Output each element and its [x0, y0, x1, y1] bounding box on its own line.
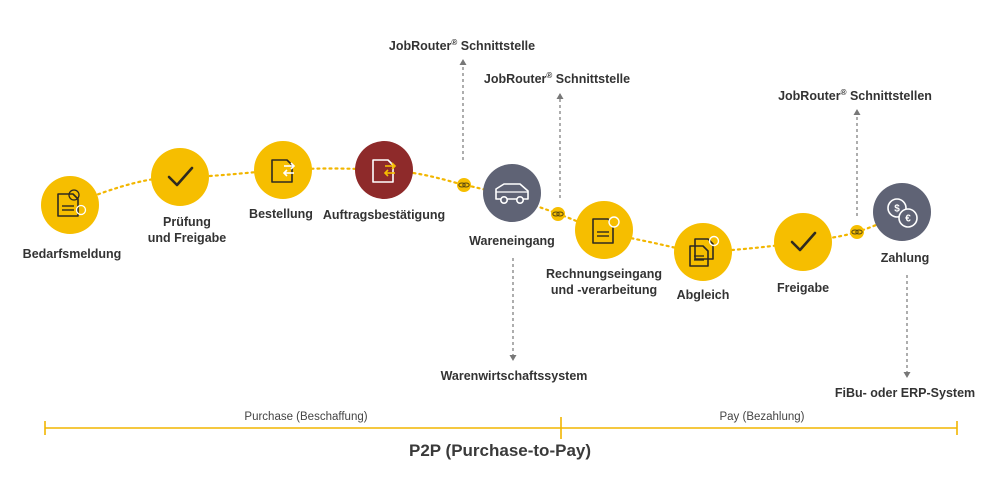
link-chain-icon	[457, 178, 471, 192]
dashed-arrow-2	[556, 93, 564, 198]
step-label-zahlung: Zahlung	[881, 251, 930, 265]
step-node-freigabe	[774, 213, 832, 271]
system-label-warenwirtschaft: Warenwirtschaftssystem	[441, 369, 588, 383]
step-label-abgleich: Abgleich	[677, 288, 730, 302]
step-node-pruefung	[151, 148, 209, 206]
step-node-abgleich	[674, 223, 732, 281]
interface-label-1: JobRouter® Schnittstelle	[389, 38, 535, 53]
dashed-arrow-1	[459, 59, 467, 160]
delivery-van-icon	[495, 183, 529, 205]
step-node-rechnung	[575, 201, 633, 259]
step-label-bedarfsmeldung: Bedarfsmeldung	[23, 247, 122, 261]
svg-text:$: $	[894, 204, 900, 215]
step-label-rechnung-1: Rechnungseingang	[546, 267, 662, 281]
phase-label-pay: Pay (Bezahlung)	[719, 411, 804, 423]
process-steps: $€	[41, 141, 931, 281]
phase-bar	[44, 417, 958, 439]
documents-compare-icon	[689, 235, 720, 267]
step-node-bestellung	[254, 141, 312, 199]
checkmark-icon	[167, 166, 194, 187]
document-question-euro-icon	[57, 189, 87, 217]
step-node-zahlung: $€	[873, 183, 931, 241]
checkmark-icon	[790, 231, 817, 252]
step-node-auftrag	[355, 141, 413, 199]
interface-label-3: JobRouter® Schnittstellen	[778, 88, 932, 103]
interface-label-2: JobRouter® Schnittstelle	[484, 71, 630, 86]
document-exchange-icon	[372, 159, 397, 183]
svg-text:€: €	[905, 214, 911, 225]
step-label-bestellung: Bestellung	[249, 207, 313, 221]
diagram-title: P2P (Purchase-to-Pay)	[409, 441, 591, 460]
interface-link-markers	[457, 178, 864, 239]
dashed-arrow-5	[903, 275, 911, 378]
phase-label-purchase: Purchase (Beschaffung)	[244, 411, 367, 423]
step-label-wareneingang: Wareneingang	[469, 234, 555, 248]
dashed-arrow-4	[509, 258, 517, 361]
document-exchange-icon	[271, 159, 296, 183]
step-node-wareneingang	[483, 164, 541, 222]
step-node-bedarfsmeldung	[41, 176, 99, 234]
system-label-fibu-erp: FiBu- oder ERP-System	[835, 386, 975, 400]
step-label-pruefung-1: Prüfung	[163, 215, 211, 229]
step-label-pruefung-2: und Freigabe	[148, 231, 227, 245]
link-chain-icon	[551, 207, 565, 221]
step-label-rechnung-2: und -verarbeitung	[551, 283, 657, 297]
step-label-auftrag: Auftragsbestätigung	[323, 208, 445, 222]
step-label-freigabe: Freigabe	[777, 281, 829, 295]
dashed-arrow-3	[853, 109, 861, 216]
invoice-document-icon	[592, 216, 620, 244]
link-chain-icon	[850, 225, 864, 239]
coins-icon: $€	[887, 198, 918, 228]
dashed-connectors	[459, 59, 911, 378]
